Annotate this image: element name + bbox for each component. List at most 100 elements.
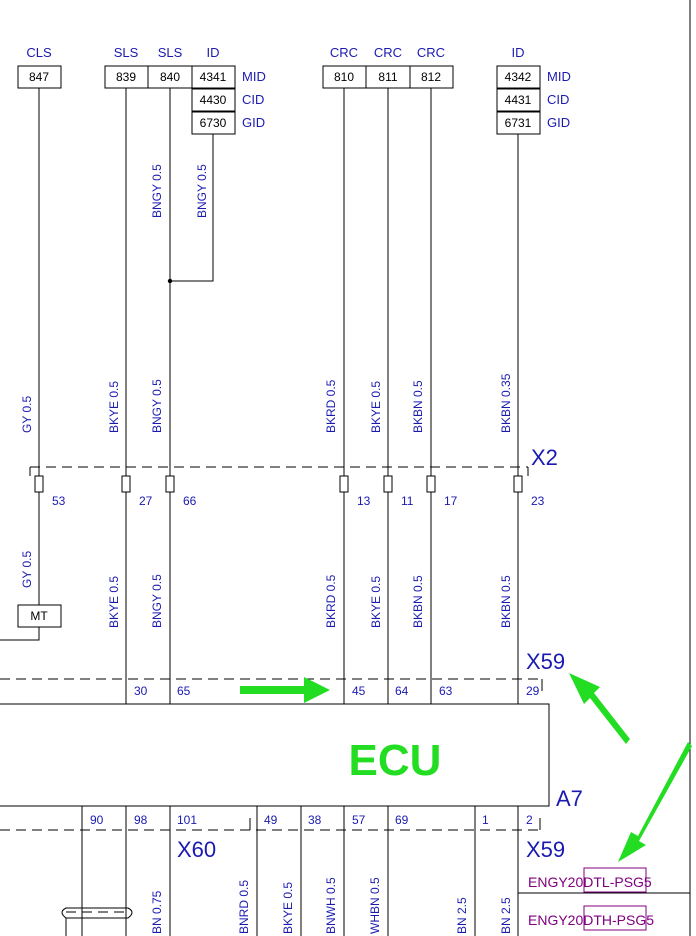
- x2-pin-body-4: [339, 475, 349, 493]
- id-right-num-1: 4342: [505, 70, 532, 84]
- wire-label-bottom-5: WHBN 0.5: [368, 877, 382, 934]
- connector-x59-label: X59: [526, 649, 565, 674]
- wire-label-mid-7: BKBN 0.35: [499, 373, 513, 433]
- wire-label-mid-1: GY 0.5: [20, 396, 34, 433]
- mt-component: MT: [0, 604, 62, 641]
- terminal-839: 839: [116, 70, 136, 84]
- x59-pin-64: 64: [395, 684, 409, 698]
- arrow-to-x59-label: [569, 673, 630, 744]
- variant-highlight-2: [583, 905, 647, 931]
- wire-label-mid-6: BKBN 0.5: [411, 380, 425, 433]
- connector-x2: X2 53 27 66 13 11 17 23: [29, 445, 558, 508]
- id-left-label-cid: CID: [242, 92, 264, 107]
- header-label-crc-1: CRC: [330, 45, 358, 60]
- connector-x59-pin-numbers: 30 65 45 64 63 29: [134, 684, 540, 698]
- x60-pin-90: 90: [90, 813, 104, 827]
- x2-pin-body-3: [165, 475, 175, 493]
- id-left-num-3: 6730: [200, 116, 227, 130]
- id-left-label-mid: MID: [242, 69, 266, 84]
- mt-box-label: MT: [30, 609, 48, 623]
- header-label-sls-2: SLS: [158, 45, 183, 60]
- header-label-crc-3: CRC: [417, 45, 445, 60]
- wire-label-lower-1: GY 0.5: [20, 551, 34, 588]
- ecu-label: ECU: [349, 736, 442, 785]
- terminal-811: 811: [378, 70, 397, 84]
- x2-pin-66: 66: [183, 494, 197, 508]
- x59-pin-65: 65: [177, 684, 191, 698]
- wire-label-lower-7: BKBN 0.5: [499, 575, 513, 628]
- x59-pin-29: 29: [526, 684, 540, 698]
- wire-label-mid-5: BKYE 0.5: [369, 381, 383, 433]
- arrow-to-x59-pins: [240, 677, 330, 703]
- ecu-block: ECU A7: [0, 703, 583, 811]
- connector-x2-label: X2: [531, 445, 558, 470]
- wire-label-bottom-7: BN 2.5: [499, 897, 513, 934]
- wire-label-upper-1: BNGY 0.5: [150, 164, 164, 218]
- connector-x59-bottom-label: X59: [526, 837, 565, 862]
- variant-highlight-1: [583, 867, 647, 893]
- wire-label-lower-4: BKRD 0.5: [324, 574, 338, 628]
- x60-pin-2: 2: [526, 813, 533, 827]
- x59-pin-63: 63: [439, 684, 453, 698]
- id-right-label-cid: CID: [547, 92, 569, 107]
- header-label-sls-1: SLS: [114, 45, 139, 60]
- arrow-to-variant: [618, 742, 692, 862]
- connector-x2-pins: [34, 475, 523, 493]
- wire-label-bottom-2: BNRD 0.5: [237, 880, 251, 934]
- x2-pin-13: 13: [357, 494, 371, 508]
- x2-pin-27: 27: [139, 494, 153, 508]
- terminal-810: 810: [334, 70, 354, 84]
- id-box-right-1: [496, 65, 541, 89]
- connector-x60: X60 90 98 101 49 38 57 69 1 2 X59: [0, 813, 565, 862]
- wire-labels-mid: GY 0.5 BKYE 0.5 BNGY 0.5 BKRD 0.5 BKYE 0…: [20, 373, 513, 433]
- terminal-847: 847: [29, 70, 49, 84]
- variant-1: ENGY20DTL-PSG5: [528, 874, 652, 890]
- x59-pin-45: 45: [352, 684, 366, 698]
- x60-pin-1: 1: [482, 813, 489, 827]
- x2-pin-53: 53: [52, 494, 66, 508]
- id-box-left-1: [191, 65, 236, 89]
- id-block-labels: MID CID GID MID CID GID: [242, 69, 571, 130]
- terminal-840: 840: [160, 70, 180, 84]
- id-right-label-mid: MID: [547, 69, 571, 84]
- wire-label-lower-5: BKYE 0.5: [369, 576, 383, 628]
- wire-label-lower-2: BKYE 0.5: [107, 576, 121, 628]
- x59-pin-30: 30: [134, 684, 148, 698]
- mt-wire: [0, 627, 40, 641]
- component-outline: [61, 907, 133, 936]
- connector-x60-pin-numbers: 90 98 101 49 38 57 69 1 2: [90, 813, 533, 827]
- x2-pin-body-6: [426, 475, 436, 493]
- x2-pin-23: 23: [531, 494, 545, 508]
- x60-pin-57: 57: [352, 813, 366, 827]
- x2-pin-body-2: [121, 475, 131, 493]
- wire-label-bottom-1: BN 0.75: [150, 890, 164, 934]
- wire-label-mid-2: BKYE 0.5: [107, 381, 121, 433]
- header-label-cls: CLS: [26, 45, 52, 60]
- bottom-left-component: [61, 907, 133, 936]
- x2-pin-body-5: [383, 475, 393, 493]
- wire-labels-bottom: BN 0.75 BNRD 0.5 BKYE 0.5 BNWH 0.5 WHBN …: [150, 877, 513, 934]
- x60-pin-101: 101: [177, 813, 197, 827]
- id-right-num-2: 4431: [505, 93, 532, 107]
- id-left-num-2: 4430: [200, 93, 227, 107]
- wire-id-left: [170, 134, 214, 282]
- x60-pin-98: 98: [134, 813, 148, 827]
- terminal-812: 812: [421, 70, 441, 84]
- top-terminals: 847 839 840 4341 4430 6730 810 811 812 4…: [17, 65, 541, 135]
- wire-label-lower-6: BKBN 0.5: [411, 575, 425, 628]
- wires-upper: [38, 88, 519, 704]
- variant-2: ENGY20DTH-PSG5: [528, 912, 654, 928]
- x2-pin-body-7: [513, 475, 523, 493]
- annotation-arrows: [240, 673, 692, 862]
- wire-label-mid-3: BNGY 0.5: [150, 379, 164, 433]
- wire-label-upper-2: BNGY 0.5: [195, 164, 209, 218]
- ecu-box: [0, 703, 550, 807]
- header-labels: CLS SLS SLS ID CRC CRC CRC ID: [26, 45, 524, 60]
- wire-labels-lower: GY 0.5 BKYE 0.5 BNGY 0.5 BKRD 0.5 BKYE 0…: [20, 551, 513, 628]
- wire-label-bottom-4: BNWH 0.5: [324, 877, 338, 934]
- x60-pin-69: 69: [395, 813, 409, 827]
- connector-x60-label: X60: [177, 837, 216, 862]
- wire-labels-upper: BNGY 0.5 BNGY 0.5: [150, 164, 209, 218]
- id-left-label-gid: GID: [242, 115, 265, 130]
